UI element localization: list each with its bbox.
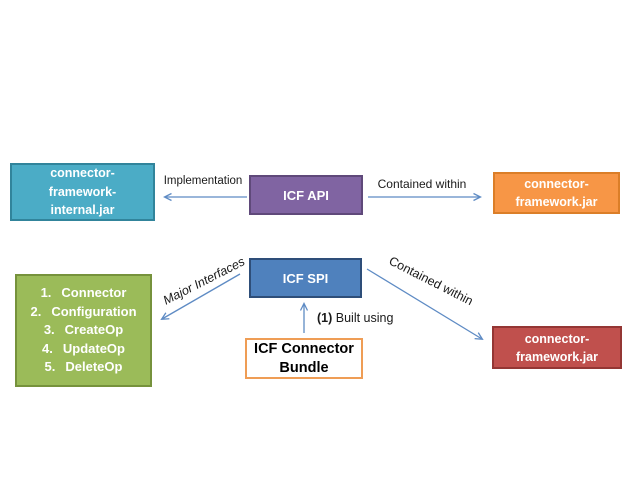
built-using-text: Built using [332,311,394,325]
list-item-label: DeleteOp [65,359,123,375]
list-item-label: Configuration [51,303,137,319]
list-item-number: 5. [44,359,56,375]
box-line: framework- [48,184,117,199]
box-line: connector- [50,166,115,181]
implementation-label: Implementation [163,175,243,187]
list-item-label: Connector [61,285,127,301]
connector-framework-jar-top-box: connector- framework.jar [493,172,620,214]
contained-within-right-label: Contained within [386,253,476,309]
list-item: 2. Configuration [17,303,150,322]
icf-connector-bundle-box: ICF Connector Bundle [245,338,363,379]
box-line: framework.jar [516,349,598,364]
box-line: connector- [524,177,589,191]
list-item-number: 3. [43,322,55,338]
box-line: framework.jar [515,195,598,209]
box-label: ICF SPI [282,270,329,286]
list-item-number: 2. [30,303,42,319]
connector-framework-internal-jar-box: connector- framework- internal.jar [10,163,155,221]
contained-within-top-label: Contained within [377,177,467,191]
box-line: internal.jar [50,203,115,218]
list-item-number: 1. [40,285,52,301]
built-using-number: (1) [317,311,333,325]
major-interfaces-list-box: 1. Connector 2. Configuration 3. CreateO… [15,274,152,387]
list-item-number: 4. [42,340,53,356]
list-item-label: CreateOp [64,322,124,338]
list-item: 3. CreateOp [17,321,150,340]
connector-framework-jar-bottom-box: connector- framework.jar [492,326,622,369]
icf-api-box: ICF API [249,175,363,215]
built-using-label: (1) Built using [317,311,393,325]
box-line: ICF Connector [254,340,354,357]
box-line: Bundle [279,359,329,376]
major-interfaces-label: Major Interfaces [160,254,248,308]
list-item: 1. Connector [17,284,150,303]
icf-spi-box: ICF SPI [249,258,362,298]
list-item-label: UpdateOp [62,340,125,356]
box-line: connector- [524,331,590,346]
box-label: ICF API [283,187,329,203]
list-item: 4. UpdateOp [17,340,150,359]
list-item: 5. DeleteOp [17,358,150,377]
